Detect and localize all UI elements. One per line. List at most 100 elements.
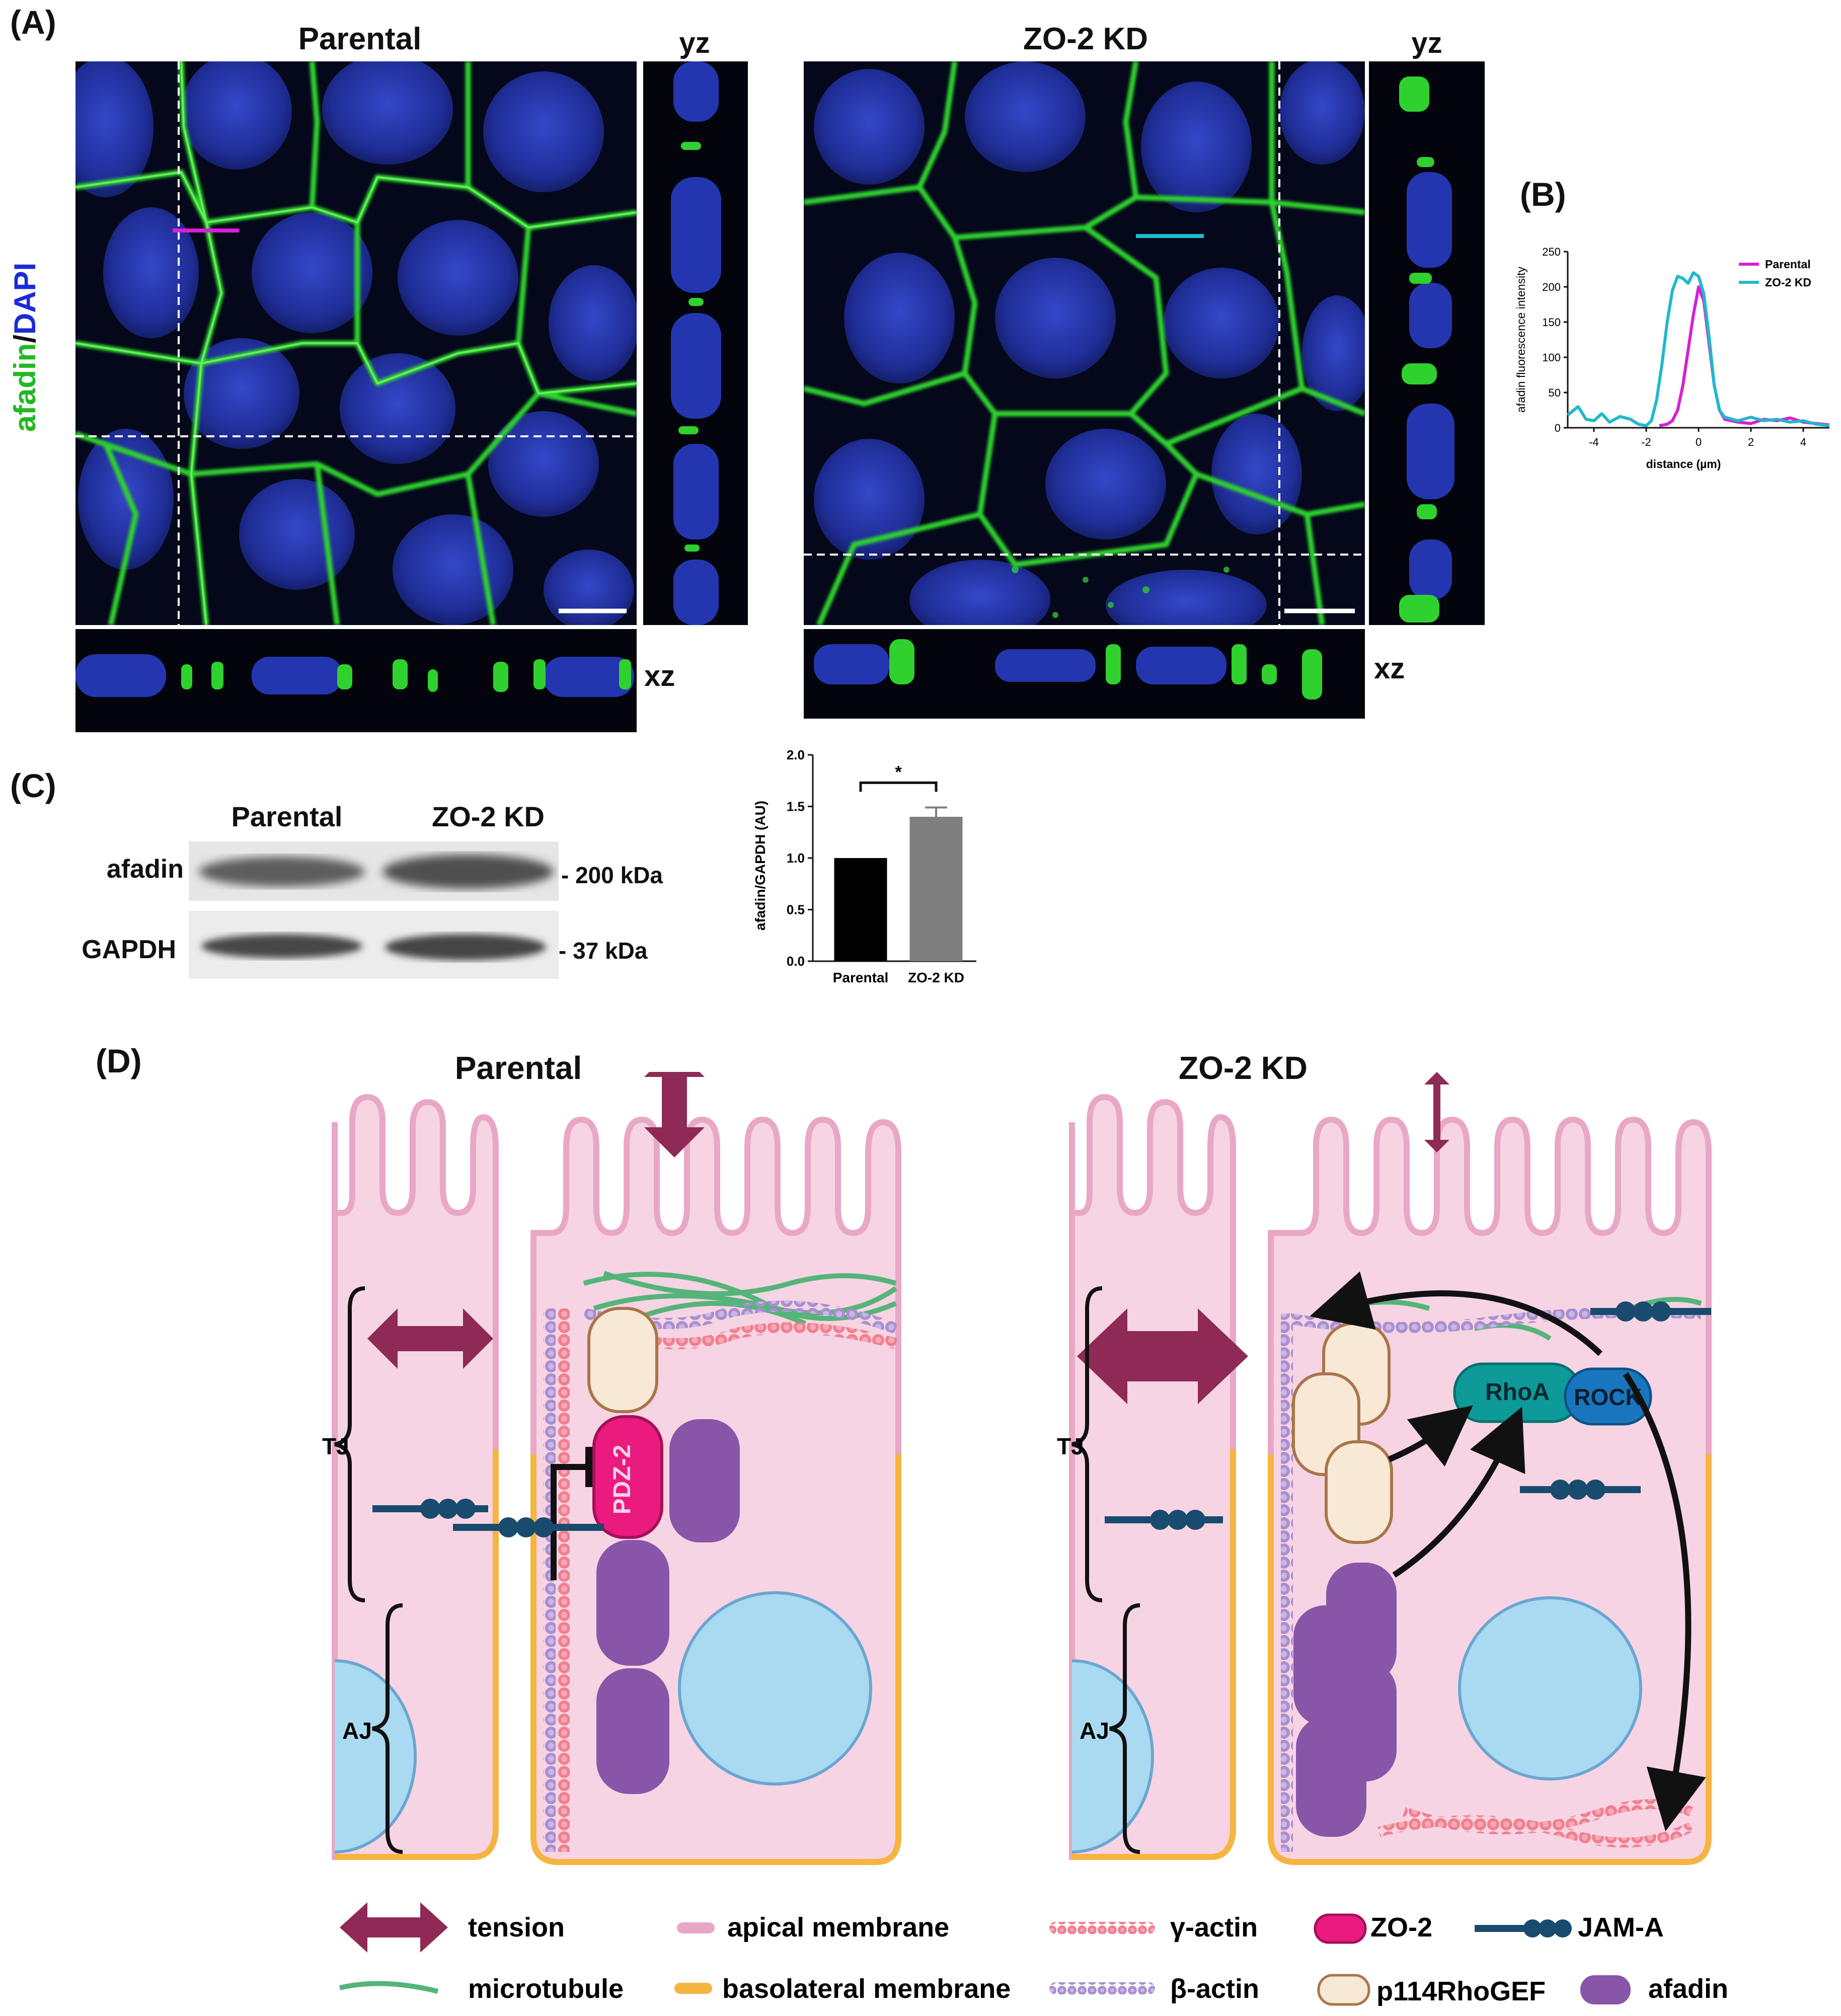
stain-green-label: afadin (8, 343, 42, 432)
chart-b-legend-label: Parental (1765, 258, 1811, 271)
chart-c-significance-bracket (859, 781, 938, 792)
legend-jama-label: JAM-A (1578, 1912, 1664, 1943)
chart-b-xlabel: distance (µm) (1646, 457, 1721, 471)
chart-b-ytick-label: 200 (1542, 281, 1561, 293)
legend-beta: β-actin (1049, 1974, 1259, 2004)
chart-b-xtick-label: -2 (1641, 436, 1651, 448)
zo2kd-left-cell (1069, 1094, 1236, 1860)
blot-marker-37kda: - 37 kDa (559, 938, 648, 964)
legend-tension-swatch (340, 1902, 448, 1953)
schematic-parental-title: Parental (454, 1050, 582, 1086)
legend-afadin-label: afadin (1648, 1974, 1728, 2004)
parental-afadin-aj-1 (596, 1540, 669, 1666)
parental-schematic: PDZ-2 TJ AJ (322, 1072, 901, 1865)
zo2kd-micrograph (804, 61, 1365, 625)
chart-b-ylabel: afadin fluorescence intensity (1514, 266, 1527, 413)
zo2kd-yz-section (1369, 61, 1485, 625)
stain-blue-label: DAPI (8, 262, 42, 335)
stain-separator: / (8, 335, 42, 343)
parental-apical-tension (644, 1072, 705, 1157)
chart-c-category-label: ZO-2 KD (908, 970, 964, 985)
chart-b-ytick-label: 50 (1549, 386, 1561, 399)
chart-c-ytick-label: 0.5 (787, 902, 805, 917)
panel-a-letter: (A) (10, 4, 56, 41)
zo2kd-xz-section (804, 629, 1365, 719)
zo2kd-jama-2 (1520, 1480, 1641, 1500)
parental-tj-label: TJ (322, 1433, 349, 1459)
parental-xz-section (75, 629, 637, 732)
zo2kd-p114-3 (1325, 1440, 1393, 1544)
afadin-gapdh-bar-chart: afadin/GAPDH (AU) 0.0 0.5 1.0 1.5 2.0 Parent… (752, 747, 976, 985)
chart-b-xtick-label: 4 (1800, 436, 1806, 448)
panel-c-letter: (C) (10, 767, 56, 804)
legend-p114-swatch (1317, 1974, 1370, 2006)
legend-basolateral: basolateral membrane (674, 1974, 1011, 2004)
chart-c-category-label: Parental (833, 970, 889, 985)
line-profile-chart: afadin fluorescence intensity 0 50 100 150 2… (1514, 246, 1830, 471)
parental-micrograph (75, 61, 637, 625)
parental-afadin-aj-2 (596, 1668, 669, 1794)
parental-aj-label: AJ (342, 1718, 372, 1744)
zo2kd-yz-label: yz (1411, 27, 1442, 59)
blot-row-label-gapdh: GAPDH (82, 935, 176, 964)
parental-lateral-tension (367, 1308, 493, 1369)
parental-xz-label: xz (644, 660, 675, 692)
zo2kd-xz-label: xz (1374, 652, 1405, 685)
chart-c-ytick-label: 0.0 (787, 954, 805, 969)
pdz2-label: PDZ-2 (609, 1445, 636, 1515)
legend-gamma-swatch (1049, 1922, 1155, 1934)
parental-left-cell (332, 1094, 499, 1860)
zo2kd-apical-tension (1424, 1072, 1449, 1152)
zo2kd-afadin-4 (1296, 1716, 1366, 1837)
chart-b-ytick-label: 150 (1542, 316, 1561, 329)
chart-c-ytick-label: 1.0 (787, 850, 805, 866)
legend-apical-label: apical membrane (727, 1912, 949, 1943)
parental-p114rhogef (587, 1307, 658, 1413)
chart-b-xtick-label: 0 (1696, 436, 1702, 448)
legend-zo2-label: ZO-2 (1370, 1912, 1432, 1943)
chart-c-bar (834, 858, 887, 961)
chart-b-xtick-label: -4 (1589, 436, 1599, 448)
zo2kd-schematic: RhoA ROCK TJ AJ (1057, 1072, 1712, 1865)
zo2kd-jama-1 (1105, 1510, 1223, 1530)
chart-c-ytick-label: 2.0 (787, 747, 805, 762)
chart-c-bar (909, 817, 963, 961)
legend-p114: p114RhoGEF (1317, 1974, 1546, 2006)
legend-gamma: γ-actin (1049, 1912, 1258, 1943)
chart-b-ytick-label: 0 (1555, 422, 1561, 434)
parental-yz-label: yz (679, 27, 710, 59)
zo2kd-aj-label: AJ (1080, 1718, 1109, 1744)
chart-b-series (1567, 271, 1830, 427)
schematic-zo2kd-title: ZO-2 KD (1179, 1050, 1308, 1086)
parental-gamma-lateral (558, 1308, 570, 1852)
chart-b-series-line (1659, 285, 1830, 427)
legend-beta-swatch (1049, 1982, 1155, 1994)
legend-beta-label: β-actin (1170, 1974, 1259, 2004)
legend-p114-label: p114RhoGEF (1376, 1976, 1546, 2006)
legend-apical-swatch (677, 1922, 715, 1933)
chart-b-ytick-label: 100 (1542, 351, 1561, 364)
legend-jama: JAM-A (1475, 1912, 1664, 1943)
cell-junction-schematic: PDZ-2 TJ AJ (322, 1072, 1712, 1865)
chart-c-ytick-label: 1.5 (787, 799, 805, 814)
chart-c-ylabel: afadin/GAPDH (AU) (752, 801, 768, 931)
parental-afadin-tj (669, 1419, 740, 1542)
legend-microtubule-swatch (339, 1981, 439, 1994)
parental-jama-2 (453, 1517, 604, 1537)
zo2kd-jama-3 (1590, 1301, 1711, 1322)
legend-afadin-swatch (1580, 1975, 1631, 2004)
parental-zo2 (592, 1415, 663, 1539)
rhoa-label: RhoA (1485, 1379, 1550, 1406)
zo2kd-tj-label: TJ (1057, 1433, 1084, 1459)
blot-row-label-afadin: afadin (106, 855, 184, 884)
panel-d-letter: (D) (96, 1042, 142, 1079)
stain-label: afadin/DAPI (8, 216, 48, 478)
legend-zo2: ZO-2 (1314, 1912, 1432, 1944)
chart-b-legend-label: ZO-2 KD (1765, 276, 1811, 289)
legend-zo2-swatch (1314, 1913, 1367, 1944)
afadin-blot (189, 841, 559, 901)
chart-c-bars: Parental ZO-2 KD (833, 806, 964, 985)
blot-lane-zo2kd: ZO-2 KD (432, 801, 545, 832)
zo2kd-beta-lateral (1281, 1313, 1293, 1852)
